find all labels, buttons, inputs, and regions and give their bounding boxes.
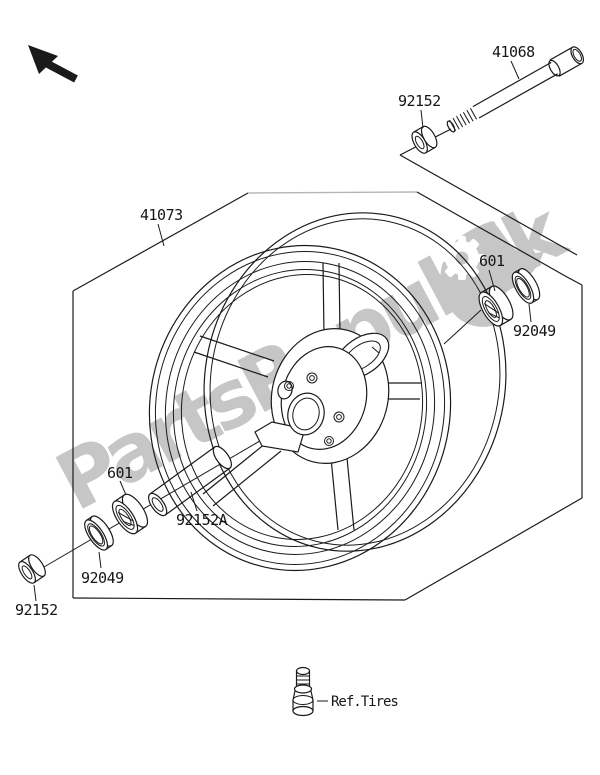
- part-spacer: [147, 445, 233, 517]
- part-valve: [292, 666, 314, 717]
- part-seal-left: [84, 515, 114, 551]
- part-labels: 41068 92152 41073 601 92049 601 92152A 9…: [15, 43, 557, 710]
- label-bearing-left: 601: [107, 464, 133, 482]
- label-spacer: 92152A: [176, 511, 228, 529]
- leader-lines: [33, 60, 532, 702]
- wheel-drawing: [148, 212, 507, 572]
- label-tires-ref: Ref.Tires: [331, 694, 398, 710]
- hub-bolt-holes: [284, 372, 345, 446]
- label-axle: 41068: [492, 43, 535, 61]
- part-axle: [446, 46, 585, 133]
- part-bearing-left: [111, 493, 149, 535]
- wheel-hub: [254, 328, 390, 464]
- label-bearing-right: 601: [479, 252, 505, 270]
- part-collar-top: [411, 125, 438, 154]
- part-seal-right: [511, 268, 541, 304]
- front-direction-arrow: [28, 45, 78, 83]
- wheel-spokes: [193, 262, 422, 531]
- label-seal-right: 92049: [513, 322, 556, 340]
- part-collar-left: [18, 554, 46, 584]
- diagram-frame: [72, 128, 583, 601]
- label-collar-top: 92152: [398, 92, 441, 110]
- part-bearing-right: [478, 285, 514, 327]
- label-seal-left: 92049: [81, 569, 124, 587]
- label-wheel: 41073: [140, 206, 183, 224]
- axle-threads: [449, 107, 478, 132]
- label-collar-left: 92152: [15, 601, 58, 619]
